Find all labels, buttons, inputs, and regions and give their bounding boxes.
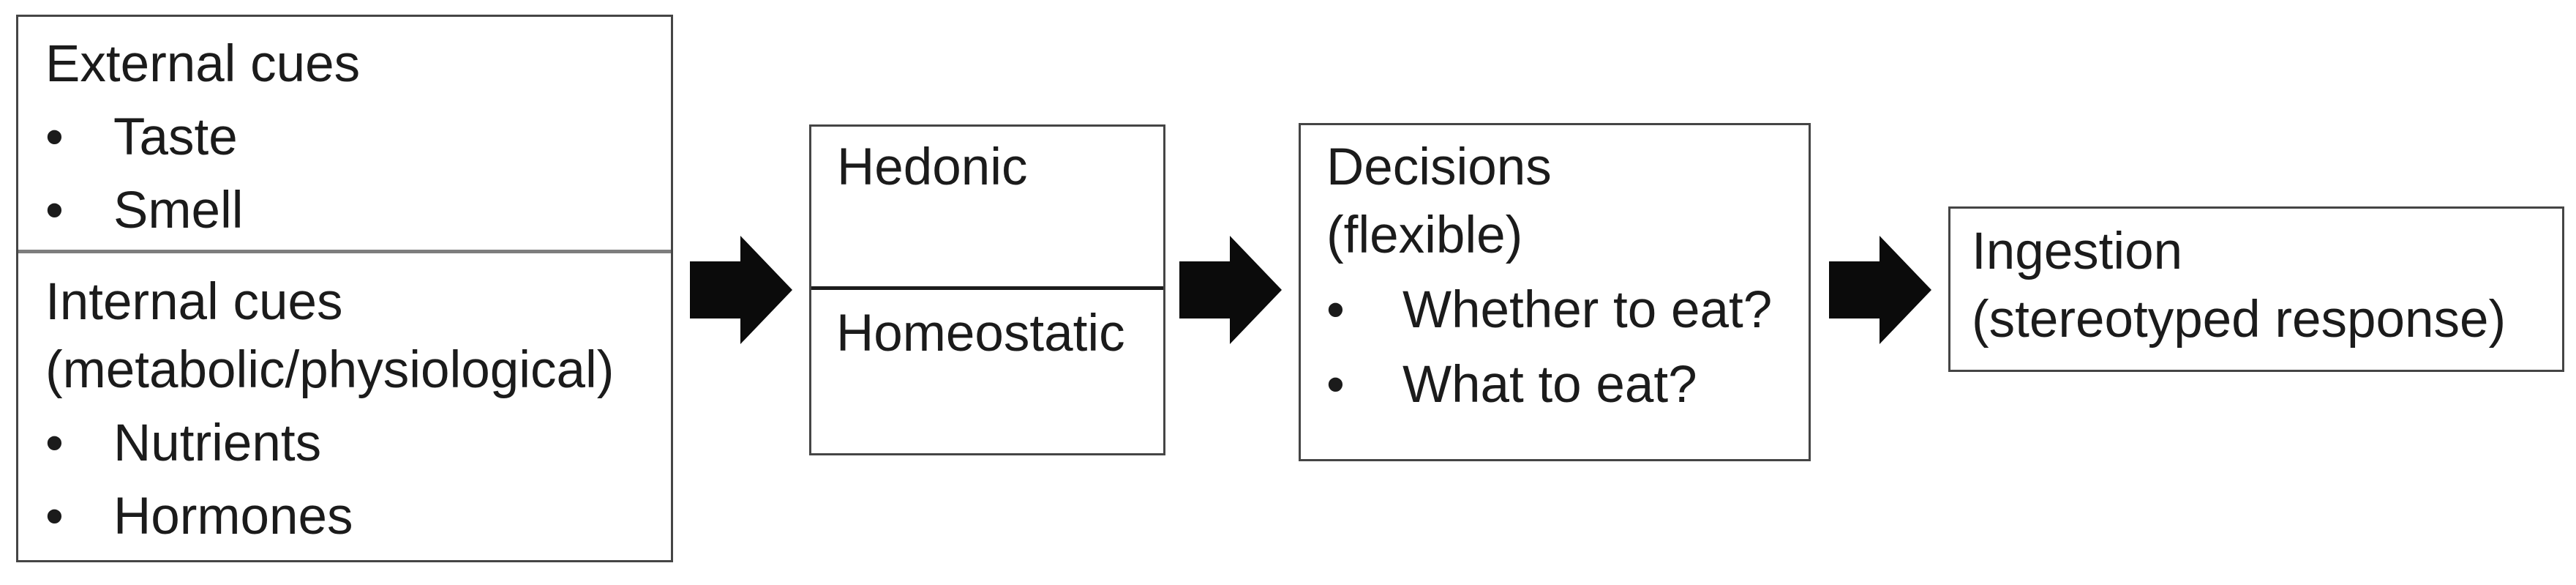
list-item-label: Hormones (113, 488, 353, 545)
valuation-box: Hedonic Homeostatic (809, 124, 1165, 455)
internal-cues-subtitle: (metabolic/physiological) (45, 341, 615, 399)
arrow-right-icon (1179, 236, 1282, 344)
decisions-list: • Whether to eat? • What to eat? (1326, 276, 1801, 419)
bullet-icon: • (45, 488, 64, 545)
list-item: • Whether to eat? (1326, 276, 1801, 344)
ingestion-box: Ingestion (stereotyped response) (1948, 206, 2564, 372)
hedonic-cell: Hedonic (811, 127, 1163, 290)
list-item: • Smell (45, 176, 662, 245)
hedonic-label: Hedonic (837, 138, 1028, 196)
arrow-right-icon (1829, 236, 1931, 344)
external-cues-list: • Taste • Smell (45, 103, 662, 245)
list-item-label: What to eat? (1402, 356, 1697, 414)
list-item-label: Smell (113, 182, 244, 239)
ingestion-title: Ingestion (1972, 223, 2183, 280)
ingestion-subtitle: (stereotyped response) (1972, 291, 2506, 349)
external-cues-section: External cues • Taste • Smell (18, 17, 671, 253)
bullet-icon: • (1326, 281, 1345, 339)
list-item: • Hormones (45, 482, 662, 551)
internal-cues-section: Internal cues (metabolic/physiological) … (18, 253, 671, 551)
decisions-box: Decisions (flexible) • Whether to eat? •… (1299, 123, 1811, 461)
internal-cues-title: Internal cues (45, 273, 343, 331)
flow-arrow-2 (1179, 236, 1282, 344)
list-item: • Nutrients (45, 409, 662, 477)
flow-arrow-3 (1829, 236, 1931, 344)
arrow-right-icon (690, 236, 792, 344)
external-cues-title: External cues (45, 35, 361, 93)
internal-cues-list: • Nutrients • Hormones (45, 409, 662, 551)
homeostatic-label: Homeostatic (836, 305, 1125, 362)
decisions-subtitle: (flexible) (1326, 206, 1523, 264)
decisions-title: Decisions (1326, 138, 1552, 196)
list-item-label: Nutrients (113, 414, 322, 472)
bullet-icon: • (1326, 356, 1345, 414)
cues-box: External cues • Taste • Smell Internal c… (16, 15, 673, 562)
bullet-icon: • (45, 182, 64, 239)
list-item-label: Whether to eat? (1402, 281, 1773, 339)
bullet-icon: • (45, 108, 64, 166)
homeostatic-cell: Homeostatic (811, 290, 1163, 368)
list-item-label: Taste (113, 108, 238, 166)
bullet-icon: • (45, 414, 64, 472)
list-item: • Taste (45, 103, 662, 171)
list-item: • What to eat? (1326, 351, 1801, 419)
flow-arrow-1 (690, 236, 792, 344)
